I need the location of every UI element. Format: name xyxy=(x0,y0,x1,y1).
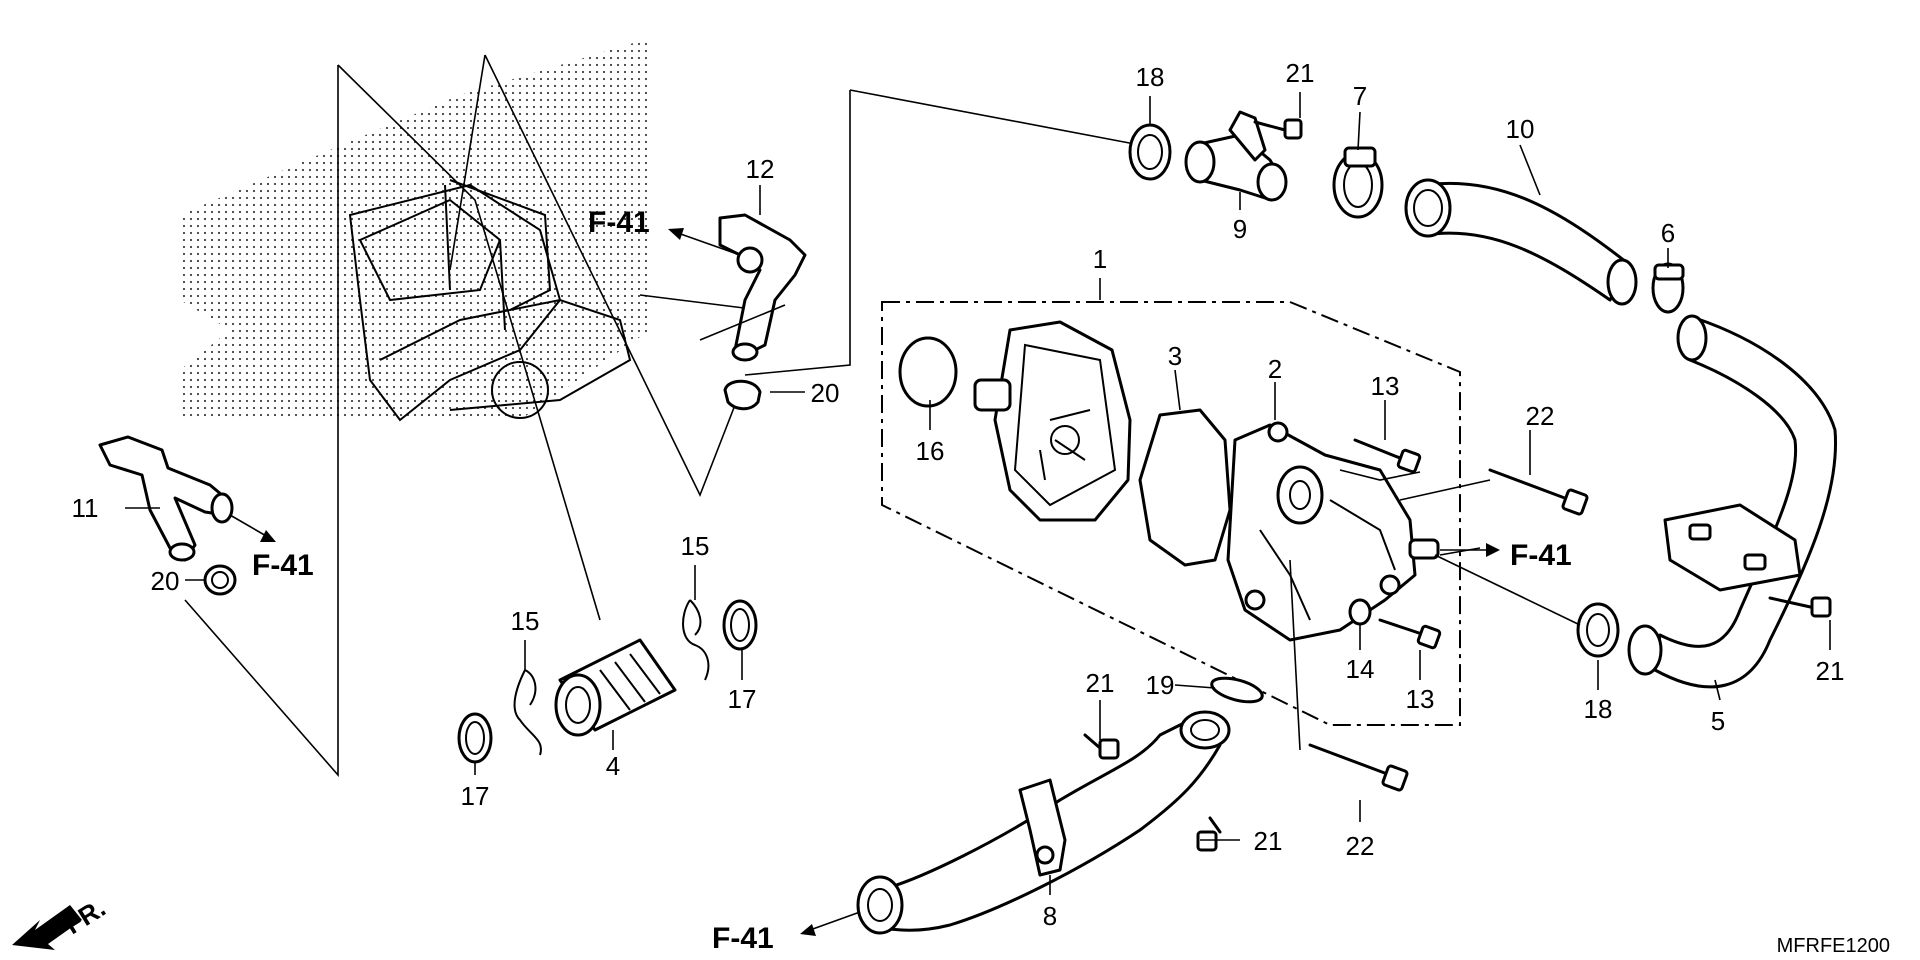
bolt-22-lower xyxy=(1308,743,1409,792)
o-ring-16 xyxy=(898,336,958,408)
callout-12: 12 xyxy=(746,154,775,184)
front-label: FR. xyxy=(59,892,110,940)
clip-15-right xyxy=(682,599,710,681)
callout-19: 19 xyxy=(1146,670,1175,700)
callout-13-lower: 13 xyxy=(1406,684,1435,714)
seal-20-upper xyxy=(723,379,762,411)
callout-17-right: 17 xyxy=(728,684,757,714)
bolt-13-lower xyxy=(1378,618,1442,650)
bolt-21-lower-a xyxy=(1083,733,1120,760)
callout-1: 1 xyxy=(1093,244,1107,274)
callout-17-left: 17 xyxy=(461,781,490,811)
callout-10: 10 xyxy=(1506,114,1535,144)
ref-f41-bottom: F-41 xyxy=(712,911,861,955)
engine-silhouette xyxy=(180,38,650,422)
bolt-21-lower-b xyxy=(1196,816,1222,852)
svg-text:F-41: F-41 xyxy=(252,549,314,582)
clamp-6 xyxy=(1651,262,1685,314)
water-pump-assembly-outline xyxy=(881,301,1461,726)
bolt-21-right xyxy=(1768,596,1832,618)
pipe-12 xyxy=(718,213,807,362)
callout-numbers: 1 2 3 4 5 6 7 8 9 10 11 12 13 13 14 15 1… xyxy=(72,58,1845,931)
washer-14 xyxy=(1348,598,1372,626)
pipe-9 xyxy=(1184,110,1288,202)
callout-4: 4 xyxy=(606,751,620,781)
callout-22-upper: 22 xyxy=(1526,401,1555,431)
svg-text:F-41: F-41 xyxy=(588,206,650,239)
callout-6: 6 xyxy=(1661,218,1675,248)
ref-f41-upper-left: F-41 xyxy=(588,206,741,256)
callout-16: 16 xyxy=(916,436,945,466)
pipe-11 xyxy=(98,435,234,562)
callout-20-upper: 20 xyxy=(811,378,840,408)
assembly-leaders xyxy=(184,54,1141,778)
o-ring-19 xyxy=(1210,676,1264,704)
o-ring-17-right xyxy=(722,599,758,651)
gasket-3 xyxy=(1138,408,1232,567)
ref-f41-left: F-41 xyxy=(229,514,314,582)
pipe-5 xyxy=(1627,314,1838,689)
pipe-8 xyxy=(856,710,1231,935)
callout-leaders xyxy=(125,92,1831,895)
callout-20-lower: 20 xyxy=(151,566,180,596)
callout-15-left: 15 xyxy=(511,606,540,636)
callout-7: 7 xyxy=(1353,81,1367,111)
callout-2: 2 xyxy=(1268,354,1282,384)
front-arrow: FR. xyxy=(12,892,111,950)
ref-f41-right: F-41 xyxy=(1440,539,1572,572)
callout-18-upper: 18 xyxy=(1136,62,1165,92)
callout-8: 8 xyxy=(1043,901,1057,931)
svg-text:F-41: F-41 xyxy=(1510,539,1572,572)
callout-3: 3 xyxy=(1168,341,1182,371)
callout-14: 14 xyxy=(1346,654,1375,684)
callout-21-lower-a: 21 xyxy=(1086,668,1115,698)
seal-20-lower xyxy=(203,564,237,596)
callout-5: 5 xyxy=(1711,706,1725,736)
bolt-13-upper xyxy=(1353,438,1422,474)
callout-21-right: 21 xyxy=(1816,656,1845,686)
pipe-4 xyxy=(554,638,677,737)
clip-15-left xyxy=(513,669,542,756)
water-pump-body xyxy=(973,320,1132,522)
callout-13-upper: 13 xyxy=(1371,371,1400,401)
o-ring-17-left xyxy=(457,712,493,764)
svg-text:F-41: F-41 xyxy=(712,922,774,955)
callout-11: 11 xyxy=(72,493,99,523)
hose-10 xyxy=(1404,178,1638,306)
seal-18-upper xyxy=(1128,123,1172,181)
bolt-22-upper xyxy=(1488,468,1589,516)
clamp-7 xyxy=(1332,146,1384,219)
seal-18-lower xyxy=(1576,602,1620,658)
callout-18-lower: 18 xyxy=(1584,694,1613,724)
water-pump-cover-2 xyxy=(1226,421,1440,642)
callout-21-lower-b: 21 xyxy=(1254,826,1283,856)
callout-22-lower: 22 xyxy=(1346,831,1375,861)
callout-21-top: 21 xyxy=(1286,58,1315,88)
callout-9: 9 xyxy=(1233,214,1247,244)
diagram-code: MFRFE1200 xyxy=(1777,935,1890,957)
callout-15-right: 15 xyxy=(681,531,710,561)
bolt-21-top xyxy=(1253,118,1303,140)
